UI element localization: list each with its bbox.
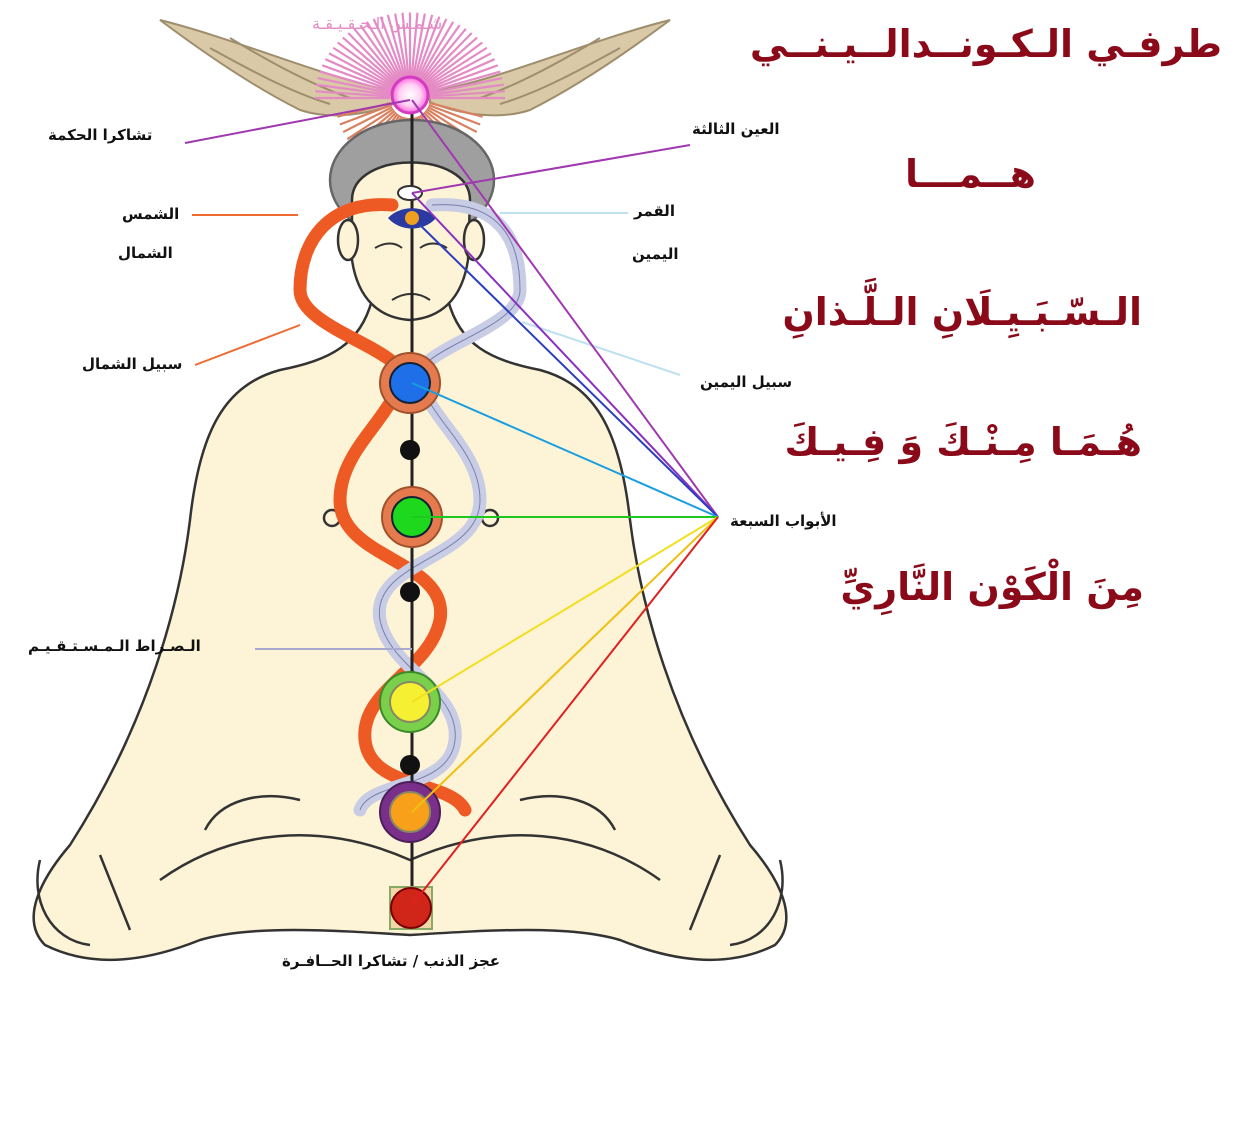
ray <box>394 13 408 79</box>
ray <box>413 14 434 79</box>
ray <box>328 52 394 89</box>
title-line1: طرفـي الـكـونــدالــيـنــي <box>749 22 1222 66</box>
label-sun-of-truth: شـمـس الـحـقـيـقـة <box>312 14 443 33</box>
ray <box>410 12 419 79</box>
chakra-sacral <box>379 781 441 843</box>
ray <box>346 108 394 141</box>
ray <box>429 101 483 118</box>
node-1 <box>400 440 420 460</box>
ray <box>429 83 504 96</box>
chakra-brow <box>388 208 436 229</box>
label-sun: الشمس <box>122 205 180 223</box>
node-3 <box>400 755 420 775</box>
ray <box>316 83 391 96</box>
label-seven-gates: الأبواب السبعة <box>730 512 837 530</box>
title-line2: هــمـــا <box>904 152 1036 196</box>
label-moon: القمر <box>634 202 675 220</box>
ray <box>425 46 488 88</box>
chakra-throat <box>379 352 441 414</box>
ray <box>359 24 401 82</box>
label-right: اليمين <box>632 245 679 263</box>
label-coccyx: عجز الذنب / تشاكرا الحــافـرة <box>282 952 501 970</box>
verse-line2: هُـمَـا مِـنْـكَ وَ فِـيـكَ <box>784 420 1142 464</box>
ray <box>321 64 392 92</box>
ray <box>424 41 483 86</box>
label-left-path: سبيل الشمال <box>82 355 183 373</box>
ray <box>365 21 402 81</box>
verse-line1: الـسّـبَـيِـلَانِ الـلَّـذانِ <box>782 290 1142 334</box>
ray <box>353 28 400 83</box>
ray <box>427 106 478 134</box>
ray <box>401 12 410 79</box>
ray <box>337 41 396 86</box>
ray <box>420 28 467 83</box>
ray <box>415 16 441 80</box>
chakra-crown <box>390 75 430 115</box>
ray <box>386 14 407 79</box>
ray <box>317 76 391 95</box>
ray <box>332 46 395 88</box>
ray <box>372 18 404 80</box>
node-2 <box>400 582 420 602</box>
ray <box>423 36 478 85</box>
right-channel-outline <box>359 204 521 811</box>
ray <box>426 52 492 89</box>
ray <box>339 104 392 126</box>
ray <box>412 13 426 79</box>
ray <box>422 32 473 84</box>
ray <box>342 36 397 85</box>
ray <box>342 106 393 134</box>
ray <box>427 58 496 90</box>
ray <box>428 64 499 92</box>
chakra-third-eye <box>397 185 423 201</box>
verse-line3: مِنَ الْكَوْن النَّارِيِّ <box>840 565 1144 609</box>
label-wisdom-chakra: تشاكرا الحكمة <box>48 126 153 144</box>
ray <box>379 16 405 80</box>
label-right-path: سبيل اليمين <box>700 373 793 391</box>
ray <box>416 18 448 80</box>
left-channel-orange <box>293 198 472 817</box>
chakra-root <box>389 886 433 930</box>
ray <box>428 70 501 93</box>
ray <box>419 24 461 82</box>
ray <box>429 76 503 95</box>
label-straight-path: الـصـراط الـمـسـتـقـيـم <box>28 637 201 655</box>
ray <box>428 104 481 126</box>
ray <box>315 90 391 98</box>
label-left: الشمال <box>118 244 173 262</box>
leader-lines <box>184 99 719 906</box>
chakra-solar <box>379 671 441 733</box>
ray <box>418 21 455 81</box>
left-wing <box>159 19 399 117</box>
ray <box>319 70 392 93</box>
label-third-eye: العين الثالثة <box>692 120 780 138</box>
ray <box>429 90 505 98</box>
ray <box>347 32 398 84</box>
ray <box>324 58 393 90</box>
